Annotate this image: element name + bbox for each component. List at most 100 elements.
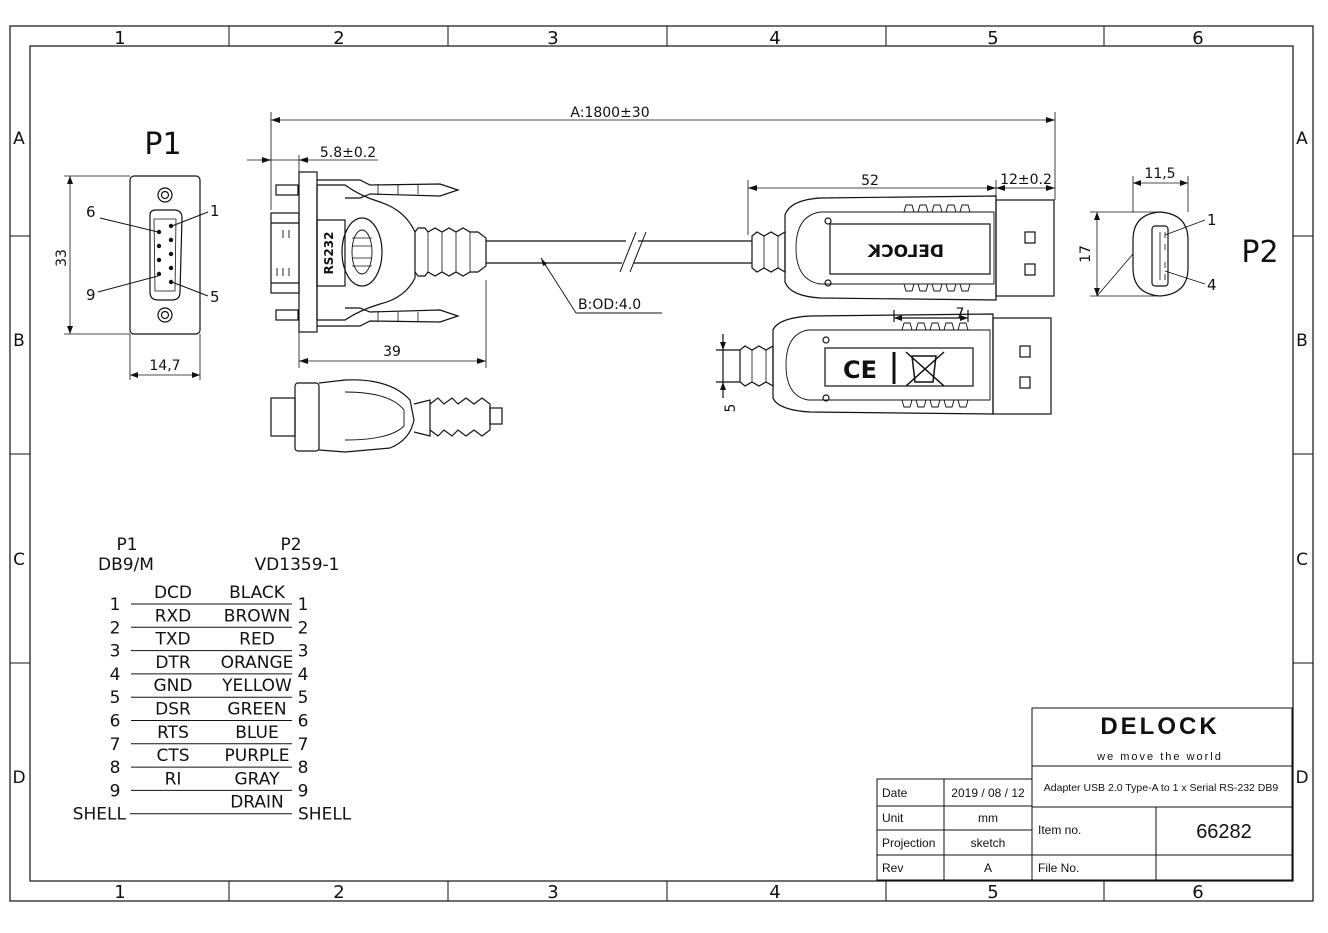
dim-usb-strain: 7 xyxy=(956,306,965,322)
column-labels-bottom: 1 2 3 4 5 6 xyxy=(114,882,1203,903)
wiring-signal: CTS xyxy=(156,746,189,766)
usb-plug xyxy=(995,199,1055,297)
wiring-left-pin: 2 xyxy=(110,618,121,638)
p1-screw-hole-bottom xyxy=(157,307,173,323)
wiring-left-pin: 7 xyxy=(110,735,121,755)
cable xyxy=(486,231,752,314)
dim-usb-body: 52 xyxy=(861,173,879,189)
row-label: B xyxy=(1296,331,1308,351)
rs232-label: RS232 xyxy=(322,232,336,275)
col-label: 1 xyxy=(114,28,125,49)
usb-bottom-view xyxy=(716,310,1052,415)
wiring-color: GREEN xyxy=(227,700,286,720)
wiring-left-pin: 3 xyxy=(110,642,121,662)
rev-value: A xyxy=(984,861,992,875)
db9-shell xyxy=(270,212,300,294)
wiring-right-pin: 5 xyxy=(298,688,309,708)
db9-flange xyxy=(298,171,318,333)
outer-border xyxy=(9,25,1314,902)
p2-dim-height: 17 xyxy=(1078,245,1094,263)
row-label: A xyxy=(13,129,25,149)
db9-side-view xyxy=(270,171,487,333)
projection-label: Projection xyxy=(882,836,935,850)
p2-pin-1: 1 xyxy=(1207,211,1217,229)
wiring-p1-header: P1 xyxy=(116,535,137,555)
wiring-color: PURPLE xyxy=(225,746,290,766)
usb-strain-relief xyxy=(751,230,786,274)
wiring-color: GRAY xyxy=(235,769,281,789)
wiring-right-pin: 4 xyxy=(298,665,309,685)
p1-flange xyxy=(129,175,201,335)
wiring-color: BROWN xyxy=(224,606,290,626)
unit-label: Unit xyxy=(882,811,904,825)
wiring-right-pin: 9 xyxy=(298,781,309,801)
rev-label: Rev xyxy=(882,861,903,875)
p1-pin-5: 5 xyxy=(210,288,220,306)
p1-dim-width: 14,7 xyxy=(149,358,180,374)
row-label: C xyxy=(13,550,25,570)
p1-pin-labels: 6 1 9 5 xyxy=(86,202,220,306)
wiring-row: SHELL DRAIN SHELL xyxy=(73,793,352,825)
usb-body xyxy=(784,195,997,301)
cable-od-label: B:OD:4.0 xyxy=(578,297,641,313)
wiring-signal: RXD xyxy=(155,606,192,626)
wiring-right-pin: 2 xyxy=(298,618,309,638)
dim-usb-thickness: 5 xyxy=(723,404,739,413)
brand-tagline: we move the world xyxy=(1096,751,1223,763)
usb-brand-mirrored: DELOCK xyxy=(867,242,944,262)
p1-pin-1: 1 xyxy=(210,202,220,220)
wiring-left-pin: SHELL xyxy=(73,805,127,825)
wiring-signal: RTS xyxy=(157,723,189,743)
row-label: D xyxy=(12,768,25,788)
wiring-row: 2 RXD BROWN 2 xyxy=(110,606,309,638)
row-labels: A B C D A B C D xyxy=(12,129,1308,788)
inner-border xyxy=(29,45,1294,882)
wiring-right-pin: 6 xyxy=(298,712,309,732)
wiring-signal: TXD xyxy=(154,630,190,650)
col-label: 1 xyxy=(114,882,125,903)
overall-dimensions xyxy=(247,112,1056,368)
wiring-p2-sub: VD1359-1 xyxy=(255,555,340,575)
usb-top-view xyxy=(751,195,1055,301)
p2-front-view xyxy=(1090,176,1206,297)
file-label: File No. xyxy=(1038,861,1079,875)
row-label: B xyxy=(13,331,25,351)
p1-pin-6: 6 xyxy=(86,203,96,221)
wiring-right-pin: 7 xyxy=(298,735,309,755)
wiring-color: BLUE xyxy=(235,723,278,743)
wiring-color: YELLOW xyxy=(221,676,292,696)
usb-label-area xyxy=(829,223,991,275)
wiring-left-pin: 4 xyxy=(110,665,121,685)
wiring-left-pin: 5 xyxy=(110,688,121,708)
dim-connector-body: 39 xyxy=(383,344,401,360)
p1-screw-hole-top xyxy=(157,187,173,203)
col-label: 4 xyxy=(769,28,780,49)
usb-top-dims xyxy=(747,180,1055,235)
wiring-right-pin: SHELL xyxy=(298,805,352,825)
col-label: 3 xyxy=(547,882,558,903)
db9-top-view xyxy=(270,379,503,453)
column-labels-top: 1 2 3 4 5 6 xyxy=(114,28,1203,49)
wiring-row: 7 RTS BLUE 7 xyxy=(110,723,309,755)
col-label: 2 xyxy=(333,28,344,49)
wiring-right-pin: 8 xyxy=(298,758,309,778)
brand-logo: DELOCK xyxy=(1100,713,1219,740)
unit-value: mm xyxy=(978,811,998,825)
wiring-color: DRAIN xyxy=(230,793,284,813)
wiring-left-pin: 6 xyxy=(110,712,121,732)
p1-pins xyxy=(156,223,174,285)
col-label: 5 xyxy=(987,882,998,903)
p1-pin-9: 9 xyxy=(86,286,96,304)
row-label: A xyxy=(1296,129,1308,149)
col-label: 3 xyxy=(547,28,558,49)
wiring-right-pin: 3 xyxy=(298,642,309,662)
item-value: 66282 xyxy=(1196,821,1252,843)
